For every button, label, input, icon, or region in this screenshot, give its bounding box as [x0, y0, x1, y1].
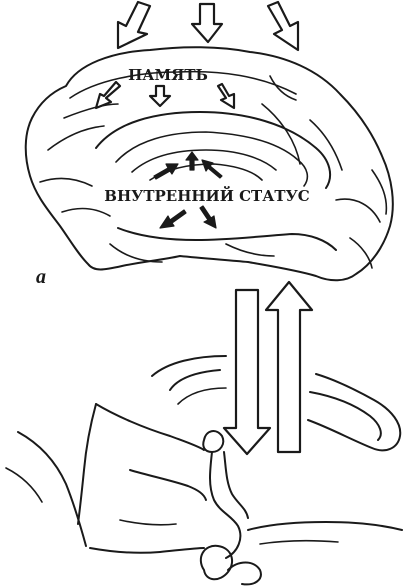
status-arrow-1: [154, 164, 178, 179]
vertical-arrows: [224, 282, 312, 454]
lower-structure: [6, 356, 402, 584]
incoming-arrow-left: [118, 2, 150, 48]
down-arrow: [224, 290, 270, 454]
incoming-arrow-right: [268, 2, 298, 50]
incoming-arrow-center: [192, 4, 222, 42]
status-arrow-4: [160, 210, 186, 228]
status-arrow-5: [200, 206, 216, 228]
status-arrow-3: [202, 160, 222, 178]
up-arrow: [266, 282, 312, 452]
internal-status-label: ВНУТРЕННИЙ СТАТУС: [104, 186, 309, 205]
panel-letter: а: [36, 266, 46, 288]
status-arrows-bottom: [160, 206, 216, 228]
incoming-arrows: [118, 2, 298, 50]
status-arrow-2: [186, 152, 198, 170]
memory-label: ПАМЯТЬ: [128, 66, 208, 84]
memory-arrow-center: [150, 86, 170, 106]
memory-arrow-right: [218, 84, 234, 108]
